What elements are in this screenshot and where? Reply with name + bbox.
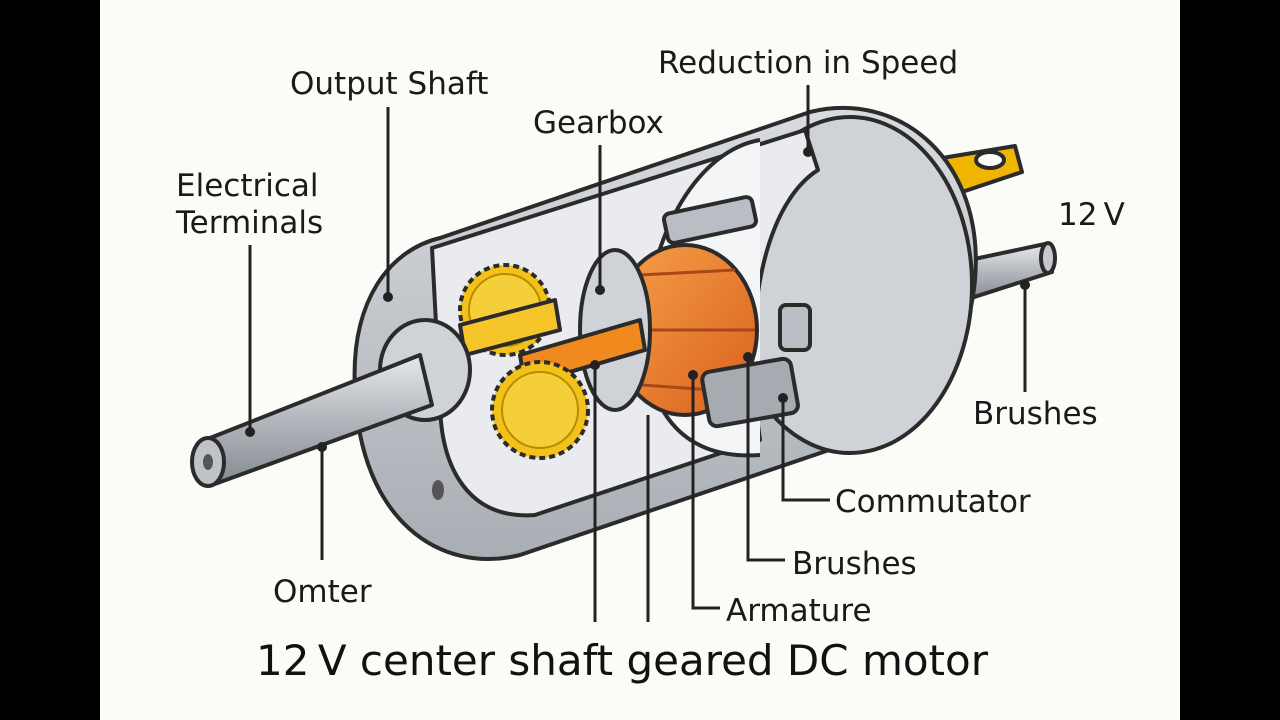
brush-block bbox=[700, 356, 800, 429]
label-electrical-terminals-line2: Terminals bbox=[175, 205, 323, 241]
right-letterbox bbox=[1180, 0, 1280, 720]
gear-lower bbox=[490, 360, 590, 460]
label-reduction-in-speed: Reduction in Speed bbox=[658, 45, 958, 81]
label-omter: Omter bbox=[273, 574, 372, 610]
label-brushes-right: Brushes bbox=[973, 396, 1098, 432]
label-armature: Armature bbox=[726, 593, 872, 629]
label-electrical-terminals-line1: Electrical bbox=[176, 168, 318, 204]
label-gearbox: Gearbox bbox=[533, 105, 664, 141]
label-brushes-bottom: Brushes bbox=[792, 546, 917, 582]
label-output-shaft: Output Shaft bbox=[290, 66, 488, 102]
stator-magnet-right bbox=[778, 303, 812, 352]
stator-magnet-top bbox=[661, 195, 759, 245]
label-voltage: 12 V bbox=[1058, 197, 1125, 233]
label-commutator: Commutator bbox=[835, 484, 1031, 520]
motor-illustration bbox=[190, 106, 1057, 561]
left-letterbox bbox=[0, 0, 100, 720]
leader-lines bbox=[245, 85, 1030, 622]
diagram-title: 12 V center shaft geared DC motor bbox=[256, 636, 989, 685]
